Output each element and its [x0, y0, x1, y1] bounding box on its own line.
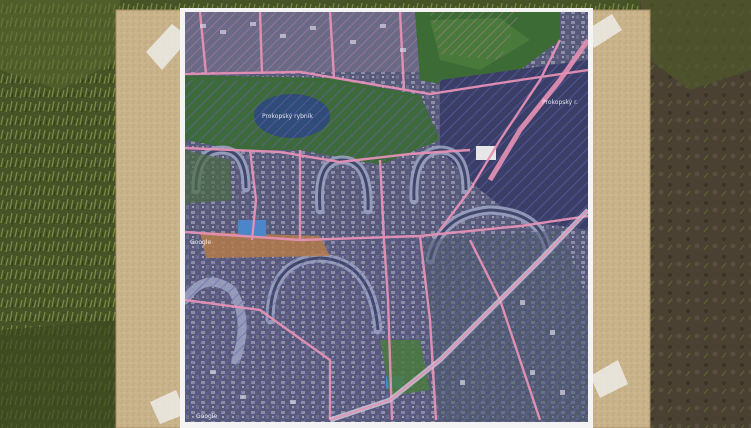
road-network	[185, 12, 588, 421]
map-label-google-left: Google	[190, 239, 211, 246]
map-label-google-bottom: Google	[196, 413, 217, 420]
map-label-street: Prokopský r.	[542, 99, 578, 106]
map-label-lake: Prokopský rybník	[262, 113, 313, 120]
tape-pieces	[146, 14, 628, 424]
main-avenue-line	[329, 209, 588, 421]
upper-avenue	[487, 38, 588, 182]
aerial-map: Prokopský rybník Prokopský r. Google Goo…	[185, 12, 588, 422]
